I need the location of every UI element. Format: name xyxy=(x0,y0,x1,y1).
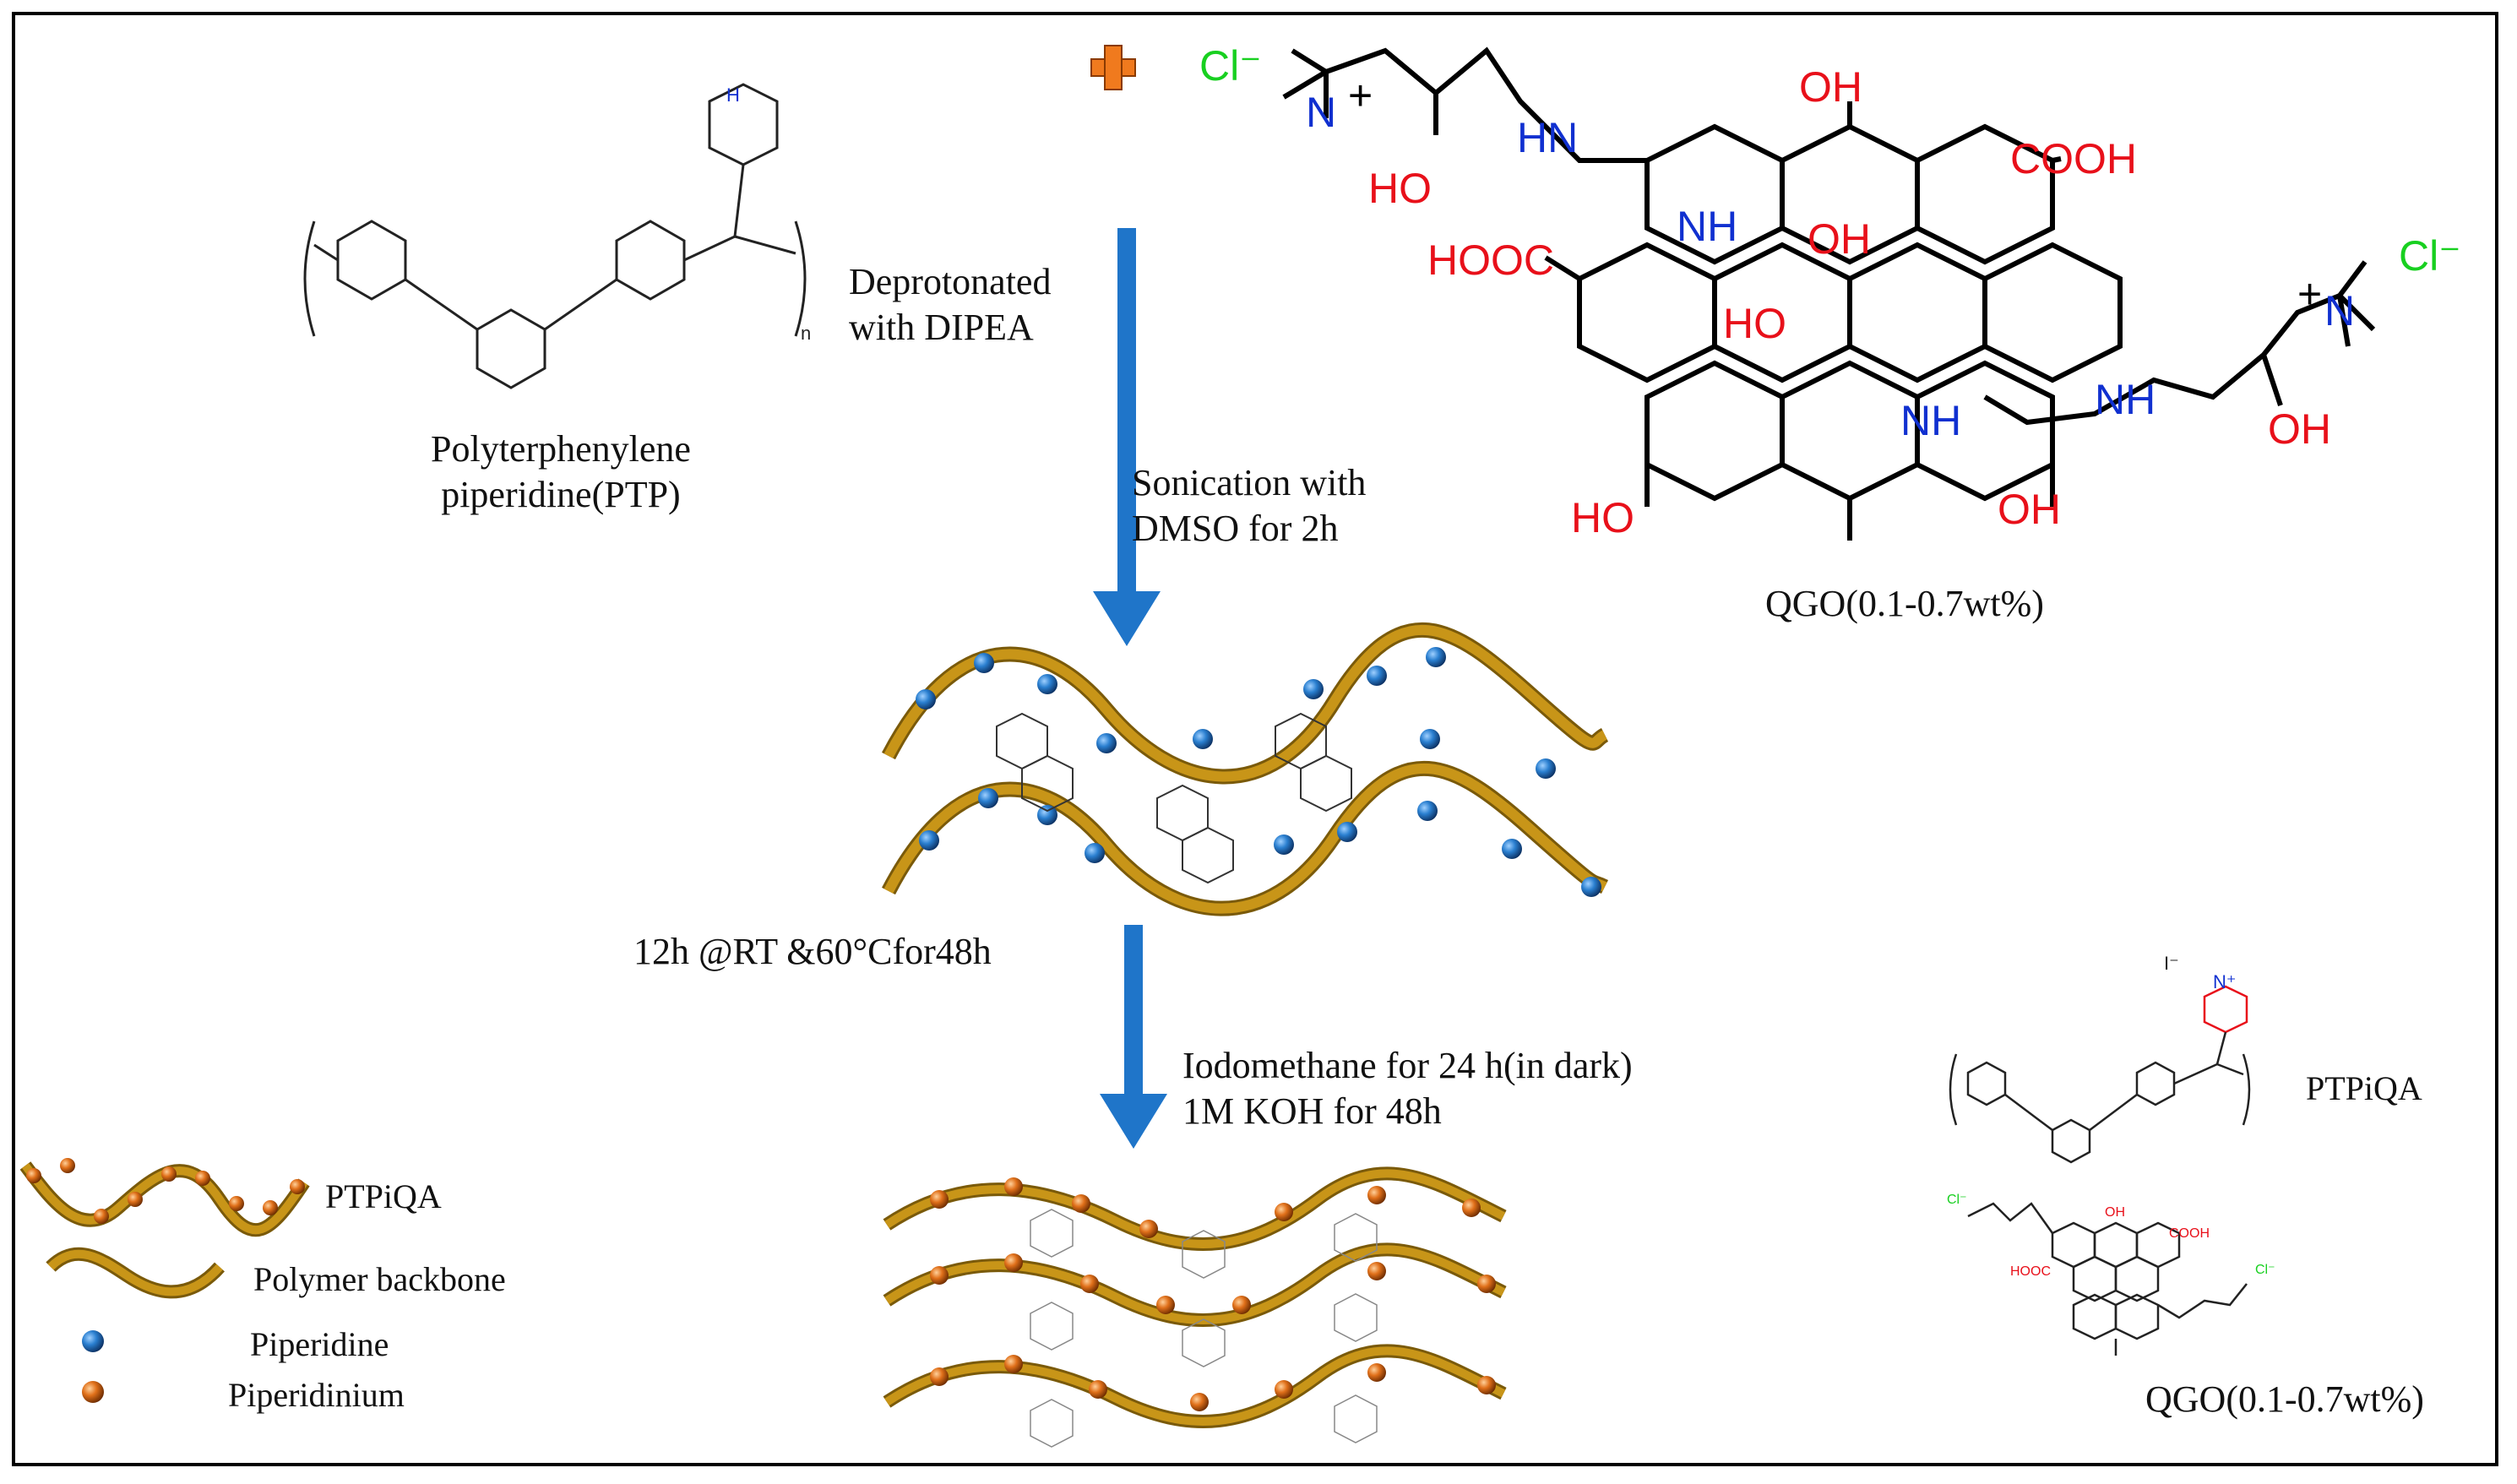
ptp-nh-label: H xyxy=(726,84,740,106)
legend-piperidinium-label: Piperidinium xyxy=(228,1376,405,1414)
legend-ptpiqa-glyph xyxy=(19,1158,310,1237)
legend-backbone-glyph xyxy=(46,1247,225,1299)
product-ptpiqa-structure xyxy=(1949,985,2251,1164)
qgo-hooc-left: HOOC xyxy=(1427,236,1554,284)
qgo-oh-bottom: OH xyxy=(1998,486,2061,533)
step1-line2: with DIPEA xyxy=(849,307,1034,348)
plus-sign-icon xyxy=(1090,45,1136,90)
step3-label: 12h @RT &60°Cfor48h xyxy=(633,931,992,972)
qgo-ho-left: HO xyxy=(1368,165,1432,212)
qgo-n-left: N xyxy=(1306,89,1336,136)
step1-line1: Deprotonated xyxy=(849,261,1052,302)
qgo-n-right: N xyxy=(2324,287,2355,334)
qgo-ho-center: HO xyxy=(1723,300,1786,347)
product-qgo-cooh: COOH xyxy=(2169,1226,2210,1241)
qgo-oh-top: OH xyxy=(1799,63,1862,111)
product-qgo-structure xyxy=(1967,1202,2248,1356)
qgo-label: QGO(0.1-0.7wt%) xyxy=(1765,583,2044,624)
qgo-plus-right: + xyxy=(2297,270,2322,318)
ptp-name-line1: Polyterphenylene xyxy=(431,428,691,470)
ptp-name: Polyterphenylene piperidine(PTP) xyxy=(431,427,691,518)
product-qgo-label: QGO(0.1-0.7wt%) xyxy=(2145,1378,2424,1420)
qgo-nh-lower: NH xyxy=(1900,397,1961,444)
qgo-oh-center: OH xyxy=(1808,215,1871,263)
product-qgo-oh: OH xyxy=(2105,1205,2125,1220)
qgo-cl-right: Cl⁻ xyxy=(2399,232,2461,280)
figure-frame xyxy=(12,12,2498,1466)
qgo-cooh-right: COOH xyxy=(2010,135,2137,182)
product-qgo-hooc: HOOC xyxy=(2010,1264,2051,1279)
qgo-hn-left: HN xyxy=(1517,114,1578,161)
qgo-plus-left: + xyxy=(1348,72,1373,119)
step1-label: Deprotonated with DIPEA xyxy=(849,259,1051,351)
qgo-structure xyxy=(1282,46,2376,541)
step2-line2: DMSO for 2h xyxy=(1132,508,1339,549)
final-membrane xyxy=(883,1166,1507,1448)
legend-piperidinium-glyph xyxy=(82,1381,104,1403)
ptp-name-line2: piperidine(PTP) xyxy=(441,474,681,515)
step4-line1: Iodomethane for 24 h(in dark) xyxy=(1182,1045,1633,1086)
qgo-cl-left: Cl⁻ xyxy=(1199,42,1262,90)
process-arrow-1 xyxy=(1093,228,1161,646)
ptp-repeat-n: n xyxy=(801,323,811,344)
product-qgo-cl-left: Cl⁻ xyxy=(1947,1193,1967,1207)
step2-label: Sonication with DMSO for 2h xyxy=(1132,460,1366,552)
step2-line1: Sonication with xyxy=(1132,462,1367,503)
legend-piperidine-label: Piperidine xyxy=(250,1325,389,1363)
product-iodide: I⁻ xyxy=(2164,953,2179,974)
legend-backbone-label: Polymer backbone xyxy=(253,1260,506,1298)
qgo-functional-groups: Cl⁻ N + HO HN OH COOH NH OH HOOC HO Cl⁻ … xyxy=(1199,42,2461,541)
step4-line2: 1M KOH for 48h xyxy=(1182,1090,1442,1132)
qgo-oh-right: OH xyxy=(2268,405,2331,453)
process-arrow-2 xyxy=(1100,925,1167,1149)
legend-ptpiqa-label: PTPiQA xyxy=(325,1177,442,1215)
product-qgo-cl-right: Cl⁻ xyxy=(2255,1263,2275,1277)
qgo-ho-bottom: HO xyxy=(1571,494,1634,541)
product-ptpiqa-label: PTPiQA xyxy=(2306,1069,2422,1107)
ptp-structure xyxy=(303,83,807,389)
qgo-nh-right: NH xyxy=(2095,376,2155,423)
product-n-plus: N⁺ xyxy=(2213,971,2237,992)
step4-label: Iodomethane for 24 h(in dark) 1M KOH for… xyxy=(1182,1043,1633,1134)
intermediate-composite xyxy=(882,622,1609,916)
legend-piperidine-glyph xyxy=(82,1330,104,1352)
qgo-nh-center: NH xyxy=(1677,203,1737,250)
